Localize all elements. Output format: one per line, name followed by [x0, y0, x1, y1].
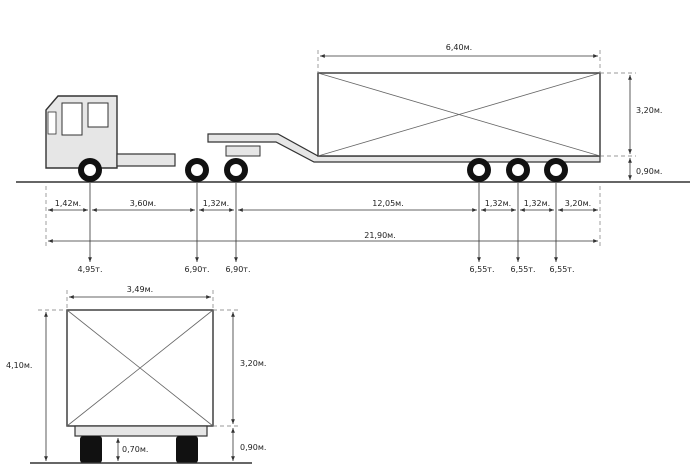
deck-height-label: 0,90м.	[636, 167, 662, 176]
rear-deck	[74, 425, 208, 437]
segment-label: 1,32м.	[524, 199, 550, 208]
tractor-unit	[45, 95, 261, 169]
rear-total-height-label: 4,10м.	[6, 361, 32, 370]
segment-label: 1,42м.	[55, 199, 81, 208]
segment-label: 12,05м.	[372, 199, 403, 208]
dim-cargo-length: 6,40м.	[317, 43, 601, 73]
trailer-gooseneck	[207, 133, 601, 163]
cargo-cross	[317, 72, 601, 157]
dim-right-heights: 3,20м. 0,90м.	[600, 72, 662, 180]
segment-label: 3,60м.	[130, 199, 156, 208]
trailer	[207, 72, 601, 163]
rear-view: 3,49м. 4,10м. 3,20м. 0,90м. 0,70м.	[6, 285, 266, 464]
rear-wheel-height-label: 0,70м.	[122, 445, 148, 454]
wheel	[224, 158, 248, 182]
rear-cargo-cross	[66, 309, 214, 427]
cab-window	[47, 111, 57, 135]
wheels	[78, 158, 568, 182]
cargo-height-label: 3,20м.	[636, 106, 662, 115]
cab-window	[87, 102, 109, 128]
dim-total-length: 21,90м.	[48, 231, 598, 243]
wheel	[506, 158, 530, 182]
rear-width-label: 3,49м.	[127, 285, 153, 294]
fifth-wheel	[225, 145, 261, 157]
segment-label: 3,20м.	[565, 199, 591, 208]
total-length-label: 21,90м.	[364, 231, 395, 240]
side-view: 6,40м. 3,20м. 0,90м. 1,42м. 3,60м. 1,32м…	[16, 43, 690, 274]
axle-load-label: 6,55т.	[549, 265, 574, 274]
wheel	[78, 158, 102, 182]
dim-segments: 1,42м. 3,60м. 1,32м. 12,05м. 1,32м. 1,32…	[45, 186, 601, 246]
rear-cargo-height-label: 3,20м.	[240, 359, 266, 368]
tractor-frame	[116, 153, 176, 167]
wheel	[467, 158, 491, 182]
axle-load-label: 4,95т.	[77, 265, 102, 274]
segment-label: 1,32м.	[203, 199, 229, 208]
axle-load-label: 6,90т.	[184, 265, 209, 274]
cab-window	[61, 102, 83, 136]
wheel	[185, 158, 209, 182]
axle-load-label: 6,90т.	[225, 265, 250, 274]
axle-loads: 4,95т. 6,90т. 6,90т. 6,55т. 6,55т. 6,55т…	[77, 183, 575, 274]
rear-wheel	[80, 436, 102, 463]
segment-label: 1,32м.	[485, 199, 511, 208]
cargo-length-label: 6,40м.	[446, 43, 472, 52]
axle-load-label: 6,55т.	[510, 265, 535, 274]
rear-wheel	[176, 436, 198, 463]
wheel	[544, 158, 568, 182]
rear-deck-height-label: 0,90м.	[240, 443, 266, 452]
axle-load-label: 6,55т.	[469, 265, 494, 274]
